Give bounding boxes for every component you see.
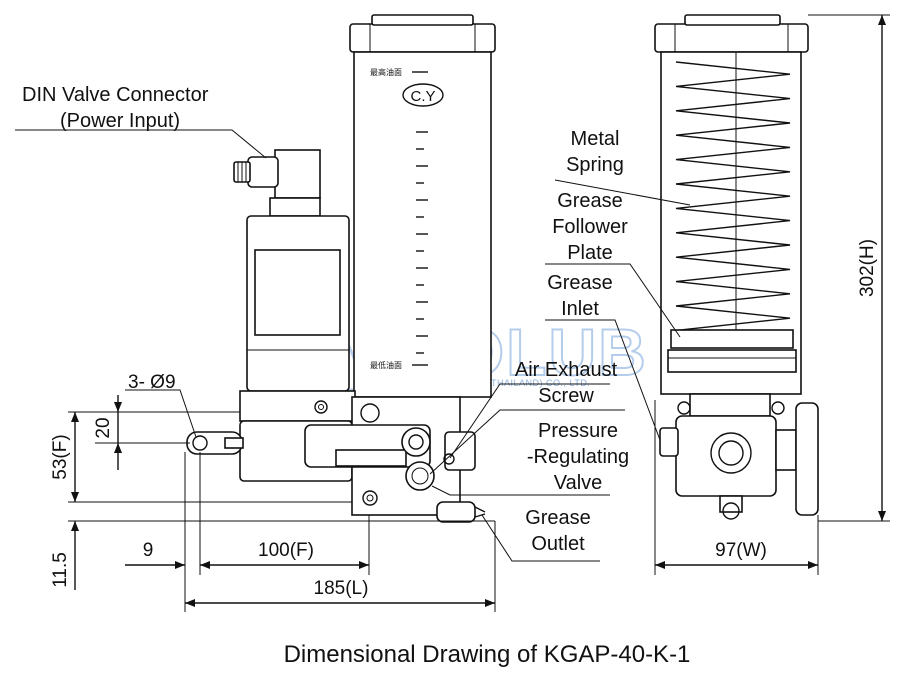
side-view <box>654 14 819 520</box>
dim-53f: 53(F) <box>50 434 71 479</box>
front-view: 最高油面 C.Y 最低油面 <box>186 14 496 523</box>
outlet-label-line1: Grease <box>525 507 591 529</box>
grease-follower-seal <box>667 349 797 373</box>
level-scale <box>416 131 428 354</box>
air-exhaust-housing <box>444 431 476 471</box>
grease-outlet-fitting <box>436 501 476 523</box>
figure-caption: Dimensional Drawing of KGAP-40-K-1 <box>284 641 691 668</box>
follower-label-line1: Grease <box>557 190 623 212</box>
reservoir-cap-top <box>371 14 474 26</box>
side-pump-flange <box>689 393 771 417</box>
side-pump-body <box>675 415 777 497</box>
side-mounting-plate <box>795 402 819 516</box>
inlet-label-line2: Inlet <box>561 298 599 320</box>
callout-leaders <box>15 129 691 562</box>
side-reservoir-cap <box>654 23 809 53</box>
metal-spring-label-line1: Metal <box>571 128 620 150</box>
callouts: DIN Valve Connector (Power Input) Metal … <box>22 84 629 555</box>
follower-label-line3: Plate <box>567 242 613 264</box>
pressure-regulating-valve <box>405 461 435 491</box>
din-connector-plug <box>247 156 279 188</box>
dim-20: 20 <box>93 417 114 438</box>
pump-flange <box>239 390 356 422</box>
dim-100f: 100(F) <box>258 540 314 561</box>
outlet-label-line2: Outlet <box>531 533 585 555</box>
din-label-line2: (Power Input) <box>60 110 180 132</box>
exhaust-label-line2: Screw <box>538 385 594 407</box>
grease-follower-plate <box>670 329 794 349</box>
mounting-hole <box>192 435 208 451</box>
dim-holes: 3- Ø9 <box>128 372 176 393</box>
dim-302h: 302(H) <box>857 239 878 297</box>
dim-11-5: 11.5 <box>50 552 71 588</box>
pressure-label-line1: Pressure <box>538 420 618 442</box>
side-grease-port <box>710 432 752 474</box>
brand-logo-text: C.Y <box>410 88 435 105</box>
exhaust-label-line1: Air Exhaust <box>515 359 618 381</box>
brand-logo-oval <box>402 83 444 107</box>
grease-inlet-fitting <box>659 427 679 457</box>
dimension-lines <box>68 14 890 612</box>
dimension-labels: 3- Ø9 20 53(F) 11.5 9 100(F) 185(L) 97(W… <box>50 239 878 599</box>
solenoid-neck <box>269 197 321 217</box>
dim-185l: 185(L) <box>314 578 369 599</box>
pressure-label-line2: -Regulating <box>527 446 629 468</box>
dim-97w: 97(W) <box>715 540 767 561</box>
side-bracket <box>775 429 797 471</box>
follower-label-line2: Follower <box>552 216 628 238</box>
min-level-mark: 最低油面 <box>370 360 402 370</box>
metal-spring <box>675 61 791 332</box>
din-connector <box>274 149 321 199</box>
dim-9: 9 <box>143 540 154 561</box>
pump-motor-panel <box>254 249 341 336</box>
reservoir-cap <box>349 23 496 53</box>
pressure-label-line3: Valve <box>554 472 603 494</box>
regulator-cap <box>401 427 431 457</box>
metal-spring-label-line2: Spring <box>566 154 624 176</box>
side-outlet <box>719 495 743 513</box>
inlet-label-line1: Grease <box>547 272 613 294</box>
air-exhaust-screw <box>443 453 455 465</box>
din-label-line1: DIN Valve Connector <box>22 84 209 106</box>
max-level-mark: 最高油面 <box>370 67 402 77</box>
